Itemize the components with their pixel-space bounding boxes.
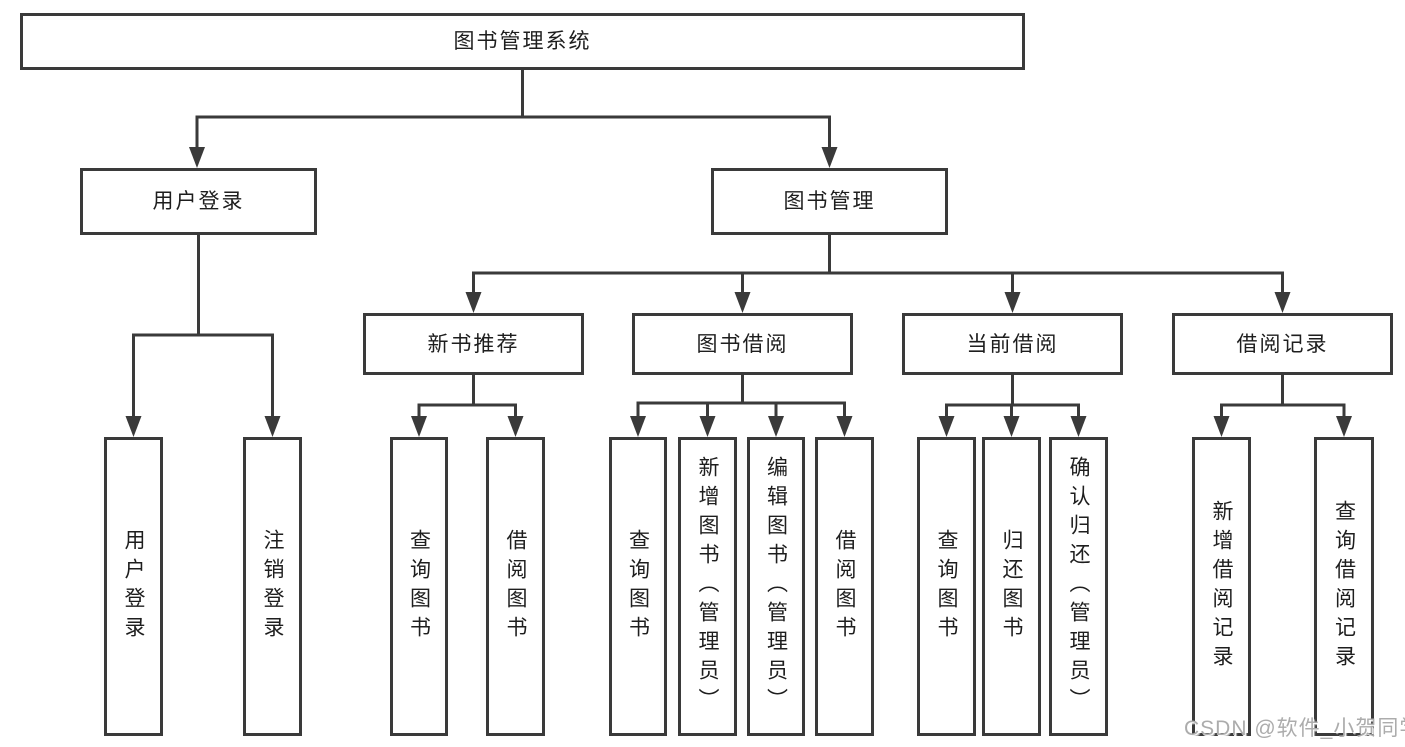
node-leaf-query-borrow-record: 查询借阅记录	[1314, 437, 1374, 736]
node-label: 当前借阅	[966, 332, 1059, 356]
node-label: 借阅图书	[833, 528, 856, 645]
node-label: 注销登录	[261, 528, 284, 645]
node-current-borrowing: 当前借阅	[902, 313, 1123, 375]
node-leaf-user-login: 用户登录	[104, 437, 163, 736]
node-leaf-add-borrow-record: 新增借阅记录	[1192, 437, 1251, 736]
node-label: 编辑图书（管理员）	[764, 456, 788, 717]
node-label: 查询图书	[626, 528, 650, 645]
node-leaf-query-books-bor: 查询图书	[609, 437, 667, 736]
node-leaf-confirm-return: 确认归还（管理员）	[1049, 437, 1108, 736]
node-label: 新增借阅记录	[1210, 499, 1233, 674]
node-label: 借阅图书	[504, 528, 527, 645]
node-label: 新书推荐	[427, 332, 520, 356]
node-user-login: 用户登录	[80, 168, 317, 235]
node-label: 查询图书	[935, 528, 958, 645]
node-leaf-edit-books-admin: 编辑图书（管理员）	[747, 437, 805, 736]
node-label: 查询借阅记录	[1332, 499, 1356, 674]
node-book-management: 图书管理	[711, 168, 948, 235]
node-leaf-borrow-books-rec: 借阅图书	[486, 437, 545, 736]
node-label: 查询图书	[407, 528, 431, 645]
node-label: 新增图书（管理员）	[696, 456, 719, 717]
node-label: 图书借阅	[696, 332, 789, 356]
node-root: 图书管理系统	[20, 13, 1025, 70]
node-book-borrowing: 图书借阅	[632, 313, 853, 375]
node-leaf-return-books: 归还图书	[982, 437, 1041, 736]
node-label: 用户登录	[122, 528, 145, 645]
node-label: 用户登录	[152, 190, 245, 213]
node-leaf-logout: 注销登录	[243, 437, 302, 736]
node-leaf-query-books-cur: 查询图书	[917, 437, 976, 736]
node-borrow-records: 借阅记录	[1172, 313, 1393, 375]
node-leaf-borrow-books: 借阅图书	[815, 437, 874, 736]
node-label: 借阅记录	[1236, 332, 1329, 356]
node-label: 确认归还（管理员）	[1067, 456, 1090, 717]
node-leaf-add-books-admin: 新增图书（管理员）	[678, 437, 737, 736]
node-leaf-query-books-rec: 查询图书	[390, 437, 448, 736]
node-new-book-recommend: 新书推荐	[363, 313, 584, 375]
node-label: 图书管理系统	[453, 30, 592, 53]
node-label: 归还图书	[1000, 528, 1023, 645]
node-label: 图书管理	[783, 190, 876, 213]
watermark-text: CSDN @软件_小贺同学	[1184, 717, 1405, 740]
